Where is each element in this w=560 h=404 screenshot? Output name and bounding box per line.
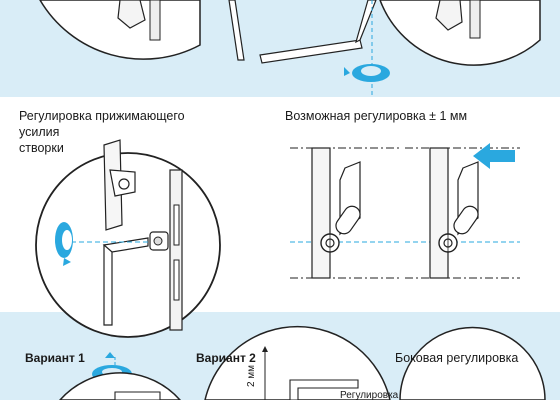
variant2-detail-circle bbox=[204, 325, 391, 400]
possible-adjustment-caption: Возможная регулировка ± 1 мм bbox=[285, 109, 468, 123]
side-adjustment-label: Боковая регулировка bbox=[395, 351, 519, 365]
top-right-detail-circle bbox=[379, 0, 541, 66]
partial-adjust-label: Регулировка bbox=[340, 390, 399, 401]
adjust-detail-right bbox=[405, 147, 520, 279]
dimension-2mm-label: 2 мм bbox=[246, 364, 258, 388]
pressure-caption-line3: створки bbox=[19, 141, 64, 155]
pressure-adjust-circle bbox=[35, 139, 221, 338]
top-hex-key bbox=[228, 0, 377, 95]
pressure-caption-line1: Регулировка прижимающего bbox=[19, 109, 185, 123]
pressure-rotate-arrow-icon bbox=[55, 222, 73, 266]
variant1-detail-circle bbox=[58, 372, 182, 400]
top-rotate-arrow-icon bbox=[344, 64, 390, 82]
push-arrow-icon bbox=[473, 143, 515, 169]
adjust-detail-left bbox=[290, 147, 400, 279]
variant1-label: Вариант 1 bbox=[25, 351, 85, 365]
side-adjust-detail-circle bbox=[399, 326, 546, 400]
variant2-label: Вариант 2 bbox=[196, 351, 256, 365]
top-left-detail-circle bbox=[39, 0, 201, 60]
pressure-caption-line2: усилия bbox=[19, 125, 60, 139]
